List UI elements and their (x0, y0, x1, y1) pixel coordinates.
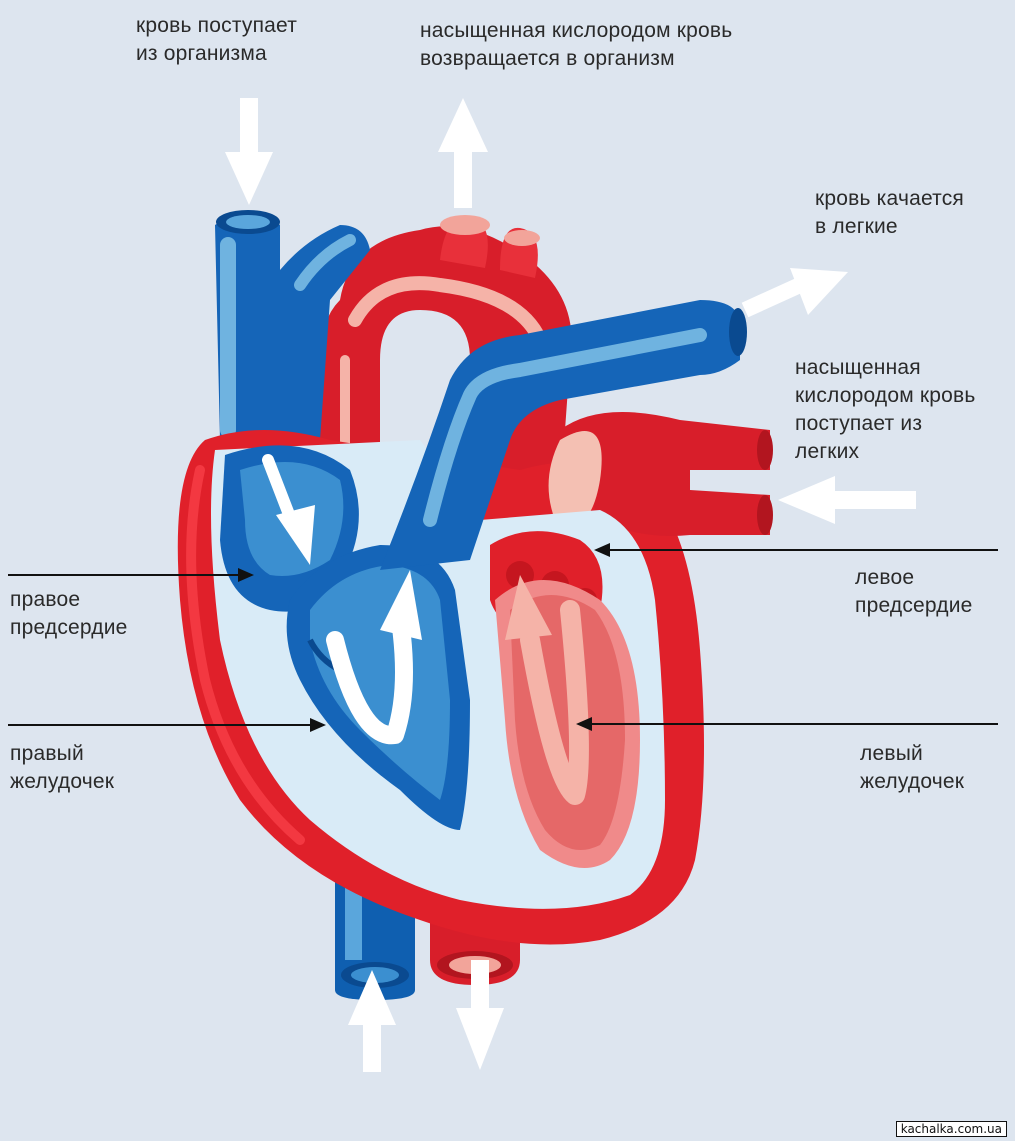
label-left-ventricle: левый желудочек (860, 742, 965, 793)
label-blood-in-body: кровь поступает из организма (136, 14, 298, 65)
pointer-left-ventricle (576, 717, 998, 731)
flow-arrow-right-ventricle (326, 570, 422, 745)
label-right-atrium: правое предсердие (10, 588, 128, 639)
arrow-vena-cava-in-bottom (348, 970, 396, 1072)
watermark[interactable]: kachalka.com.ua (895, 1121, 1007, 1137)
label-right-ventricle: правый желудочек (10, 742, 115, 793)
pulmonary-veins (548, 412, 773, 536)
arrow-aorta-out-bottom (456, 960, 504, 1070)
pointer-right-ventricle (8, 718, 326, 732)
flow-arrow-left-ventricle (505, 575, 589, 805)
arrow-aorta-out-top (438, 98, 488, 208)
label-left-atrium: левое предсердие (855, 566, 973, 617)
pulmonary-artery (380, 300, 747, 570)
arrow-from-lungs (778, 476, 916, 524)
label-oxygenated-to-body: насыщенная кислородом кровь возвращается… (420, 19, 733, 70)
arrow-to-lungs (741, 268, 848, 318)
arrow-blood-in-top (225, 98, 273, 205)
label-from-lungs: насыщенная кислородом кровь поступает из… (795, 356, 976, 463)
label-to-lungs: кровь качается в легкие (815, 187, 965, 238)
flow-arrow-right-atrium (262, 454, 315, 565)
pointer-right-atrium (8, 568, 254, 582)
pointer-left-atrium (594, 543, 998, 557)
superior-vena-cava (215, 210, 370, 440)
